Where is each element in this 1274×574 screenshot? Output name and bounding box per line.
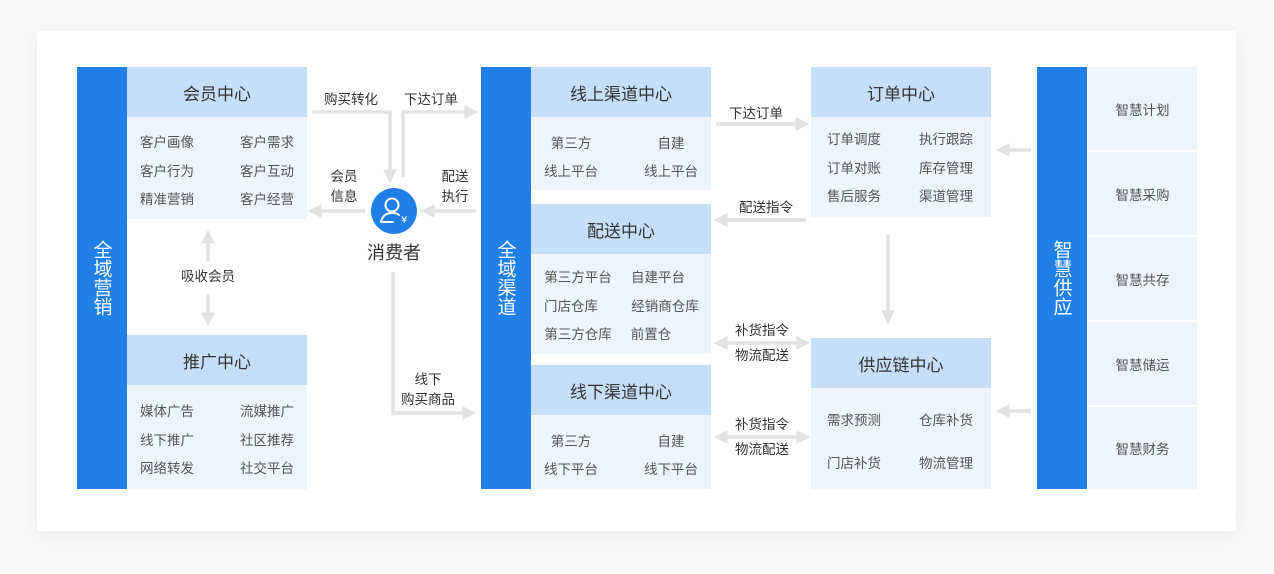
member-center-panel: 会员中心 客户画像 客户需求 客户行为 客户互动 精准营销 客户经营 xyxy=(127,67,307,219)
member-item: 客户需求 xyxy=(240,135,294,151)
promo-item: 流媒推广 xyxy=(240,404,294,420)
arrow-offline-purchase xyxy=(391,272,477,420)
order-item: 渠道管理 xyxy=(919,189,973,205)
consumer-user-icon: ¥ xyxy=(380,197,407,226)
offline-item: 线下平台 xyxy=(544,462,598,478)
smart-supply-bar-label: 智慧供应 xyxy=(1050,240,1073,316)
purchase-convert-label: 购买转化 xyxy=(324,92,378,108)
smart-tile: 智慧财务 xyxy=(1088,407,1197,489)
promo-item: 媒体广告 xyxy=(140,404,194,420)
smart-tile: 智慧共存 xyxy=(1088,237,1197,320)
order-item: 库存管理 xyxy=(919,161,973,177)
delivery-center-panel: 配送中心 第三方平台 自建平台 门店仓库 经销商仓库 第三方仓库 前置仓 xyxy=(531,204,711,354)
member-item: 客户互动 xyxy=(240,164,294,180)
supply-item: 物流管理 xyxy=(919,456,973,472)
logistics-label-2: 物流配送 xyxy=(735,442,789,458)
arrow-purchase-convert xyxy=(312,110,397,184)
delivery-item: 前置仓 xyxy=(630,327,672,343)
order-center-title: 订单中心 xyxy=(811,67,991,117)
offline-purchase-label-2: 购买商品 xyxy=(401,392,455,408)
delivery-item: 门店仓库 xyxy=(544,299,598,315)
delivery-item: 第三方平台 xyxy=(544,270,612,286)
delivery-item: 经销商仓库 xyxy=(631,299,699,315)
offline-item: 第三方 xyxy=(550,434,592,450)
channel-bar-label: 全域渠道 xyxy=(494,240,517,316)
consumer-avatar: ¥ xyxy=(371,188,417,234)
order-item: 售后服务 xyxy=(827,189,881,205)
online-item: 线上平台 xyxy=(544,164,598,180)
online-center-panel: 线上渠道中心 第三方 自建 线上平台 线上平台 xyxy=(531,67,711,190)
promo-center-panel: 推广中心 媒体广告 流媒推广 线下推广 社区推荐 网络转发 社交平台 xyxy=(127,335,307,489)
absorb-member-label: 吸收会员 xyxy=(181,269,235,285)
smart-tile: 智慧采购 xyxy=(1088,152,1197,235)
order-item: 订单调度 xyxy=(827,132,881,148)
order-item: 执行跟踪 xyxy=(919,132,973,148)
marketing-bar: 全域营销 xyxy=(77,67,127,489)
supply-item: 需求预测 xyxy=(827,413,881,429)
issue-order-top-label: 下达订单 xyxy=(404,92,458,108)
supply-item: 门店补货 xyxy=(827,456,881,472)
offline-item: 自建 xyxy=(657,434,685,450)
online-item: 第三方 xyxy=(550,136,592,152)
promo-item: 社区推荐 xyxy=(240,433,294,449)
online-item: 自建 xyxy=(657,136,685,152)
member-info-label-1: 会员 xyxy=(330,169,358,185)
replenish-label-1: 补货指令 xyxy=(735,323,789,339)
online-center-title: 线上渠道中心 xyxy=(531,67,711,117)
logistics-label-1: 物流配送 xyxy=(735,348,789,364)
supply-center-title: 供应链中心 xyxy=(811,338,991,388)
consumer-label: 消费者 xyxy=(367,243,421,264)
promo-item: 社交平台 xyxy=(240,461,294,477)
member-item: 客户画像 xyxy=(140,135,194,151)
promo-center-title: 推广中心 xyxy=(127,335,307,385)
delivery-cmd-label: 配送指令 xyxy=(739,200,793,216)
member-item: 客户行为 xyxy=(140,164,194,180)
arrow-issue-order-top xyxy=(401,105,479,177)
delivery-item: 自建平台 xyxy=(631,270,685,286)
marketing-bar-label: 全域营销 xyxy=(90,240,113,316)
channel-bar: 全域渠道 xyxy=(481,67,531,489)
issue-order-mid-label: 下达订单 xyxy=(729,106,783,122)
smart-supply-bar: 智慧供应 xyxy=(1037,67,1087,489)
supply-item: 仓库补货 xyxy=(919,413,973,429)
promo-item: 线下推广 xyxy=(140,433,194,449)
member-item: 客户经营 xyxy=(240,192,294,208)
offline-center-panel: 线下渠道中心 第三方 自建 线下平台 线下平台 xyxy=(531,365,711,489)
offline-center-title: 线下渠道中心 xyxy=(531,365,711,415)
offline-purchase-label-1: 线下 xyxy=(414,372,442,388)
currency-symbol: ¥ xyxy=(401,215,407,226)
member-info-label-2: 信息 xyxy=(330,189,358,205)
order-center-panel: 订单中心 订单调度 执行跟踪 订单对账 库存管理 售后服务 渠道管理 xyxy=(811,67,991,217)
delivery-exec-label-1: 配送 xyxy=(441,169,469,185)
member-item: 精准营销 xyxy=(140,192,194,208)
delivery-center-title: 配送中心 xyxy=(531,204,711,254)
smart-tile: 智慧计划 xyxy=(1088,67,1197,150)
order-item: 订单对账 xyxy=(827,161,881,177)
smart-tile: 智慧储运 xyxy=(1088,322,1197,405)
supply-center-panel: 供应链中心 需求预测 仓库补货 门店补货 物流管理 xyxy=(811,338,991,489)
member-center-title: 会员中心 xyxy=(127,67,307,117)
delivery-exec-label-2: 执行 xyxy=(441,189,469,205)
online-item: 线上平台 xyxy=(644,164,698,180)
replenish-label-2: 补货指令 xyxy=(735,417,789,433)
promo-item: 网络转发 xyxy=(140,461,194,477)
offline-item: 线下平台 xyxy=(644,462,698,478)
delivery-item: 第三方仓库 xyxy=(544,327,612,343)
